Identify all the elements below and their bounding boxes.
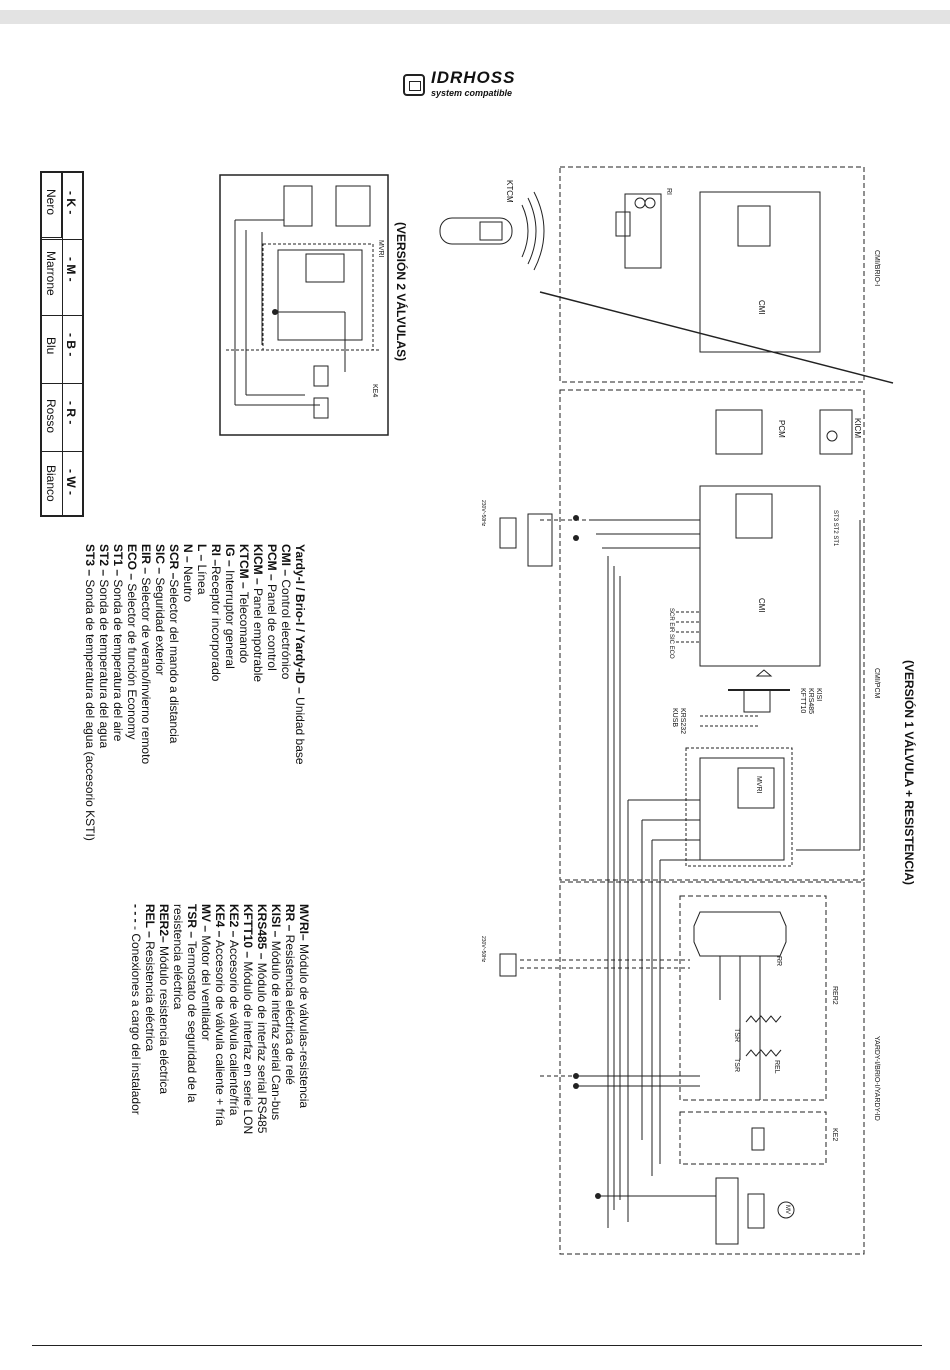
label-rer2: RER2 bbox=[831, 986, 838, 1005]
terminal-block-right bbox=[335, 185, 371, 227]
ri-module bbox=[624, 193, 662, 269]
cmi-board-top bbox=[699, 191, 821, 353]
ke4-valve-1 bbox=[313, 365, 329, 387]
terminal-strip-supply-2 bbox=[499, 953, 517, 977]
label-scr-row: SCR EIR SIC ECO bbox=[668, 608, 674, 659]
bottom-rule bbox=[32, 1345, 922, 1346]
label-supply-2: 230V~50Hz bbox=[480, 936, 486, 963]
label-ke2: KE2 bbox=[831, 1128, 838, 1142]
rr-relay bbox=[693, 911, 787, 957]
junction-dots bbox=[272, 309, 601, 1199]
label-mvri-bottom: MVRI bbox=[755, 776, 762, 794]
terminal-strip-supply-1 bbox=[499, 517, 517, 549]
label-ke4: KE4 bbox=[371, 384, 378, 398]
ke2-valve bbox=[751, 1127, 765, 1151]
cmi-board-middle bbox=[699, 485, 821, 667]
ktcm-remote bbox=[439, 217, 513, 245]
cmi-chip-top bbox=[737, 205, 771, 247]
mvri-board-top bbox=[262, 243, 374, 351]
label-krs485: KRS485 bbox=[807, 688, 814, 715]
terminal-strip-l-n bbox=[527, 513, 553, 567]
label-ri: RI bbox=[665, 188, 672, 195]
label-cmi-brio: CMI/BRIO-I bbox=[873, 250, 880, 287]
label-kicm: KICM bbox=[853, 418, 862, 438]
label-cmi-middle: CMI bbox=[757, 598, 766, 613]
logo-tagline: system compatible bbox=[431, 88, 513, 98]
logo-icon bbox=[403, 74, 425, 96]
yardy-box bbox=[559, 881, 865, 1255]
pcm-panel bbox=[715, 409, 763, 455]
label-st-row: ST3 ST2 ST1 bbox=[832, 510, 838, 547]
label-tsr-1: TSR bbox=[733, 1028, 740, 1042]
mvri-chip-bottom bbox=[737, 767, 775, 809]
label-tsr-2: TSR bbox=[733, 1058, 740, 1072]
wire-color-table: - K - Nero - M - Marrone - B - Blu - R -… bbox=[40, 171, 84, 517]
label-mvri-top: MVRI bbox=[377, 240, 384, 258]
label-rel: REL bbox=[773, 1060, 780, 1074]
label-ktcm: KTCM bbox=[505, 180, 514, 203]
label-rr: RR bbox=[775, 956, 782, 967]
mvri-board-inner bbox=[277, 249, 363, 341]
label-kisi: KISI bbox=[815, 688, 822, 702]
rer2-box bbox=[679, 895, 827, 1101]
top-band bbox=[0, 10, 950, 24]
cmi-brio-box bbox=[559, 166, 865, 383]
ke4-valve-2 bbox=[313, 397, 329, 419]
label-kusb: KUSB bbox=[671, 708, 678, 728]
rel-resistor-2 bbox=[745, 1049, 782, 1057]
mv-terminals bbox=[715, 1177, 739, 1245]
mv-motor-icon bbox=[777, 1201, 795, 1219]
label-cmi-top: CMI bbox=[757, 300, 766, 315]
kisi-connector bbox=[743, 689, 771, 713]
label-supply-1: 230V~50Hz bbox=[480, 500, 486, 527]
terminal-block-left bbox=[283, 185, 313, 227]
label-cmi-pcm: CMI/PCM bbox=[873, 668, 880, 699]
mvri-chip bbox=[305, 253, 345, 283]
label-kftt10: KFTT10 bbox=[799, 688, 806, 714]
idrhoss-logo: IDRHOSS system compatible bbox=[403, 68, 543, 104]
label-krs232: KRS232 bbox=[679, 708, 686, 735]
label-yardy: YARDY-I/BRIO-I/YARDY-ID bbox=[873, 1036, 880, 1121]
mvri-board-bottom bbox=[685, 747, 793, 867]
cmi-pcm-box bbox=[559, 389, 865, 881]
version-2-box bbox=[219, 174, 389, 436]
logo-brand: IDRHOSS bbox=[431, 68, 516, 87]
kicm-panel bbox=[819, 409, 853, 455]
rel-resistor-1 bbox=[745, 1015, 782, 1023]
cmi-chip-middle bbox=[735, 493, 773, 539]
label-pcm: PCM bbox=[777, 420, 786, 438]
ke2-box bbox=[679, 1111, 827, 1165]
label-mv: MV bbox=[784, 1205, 790, 1214]
